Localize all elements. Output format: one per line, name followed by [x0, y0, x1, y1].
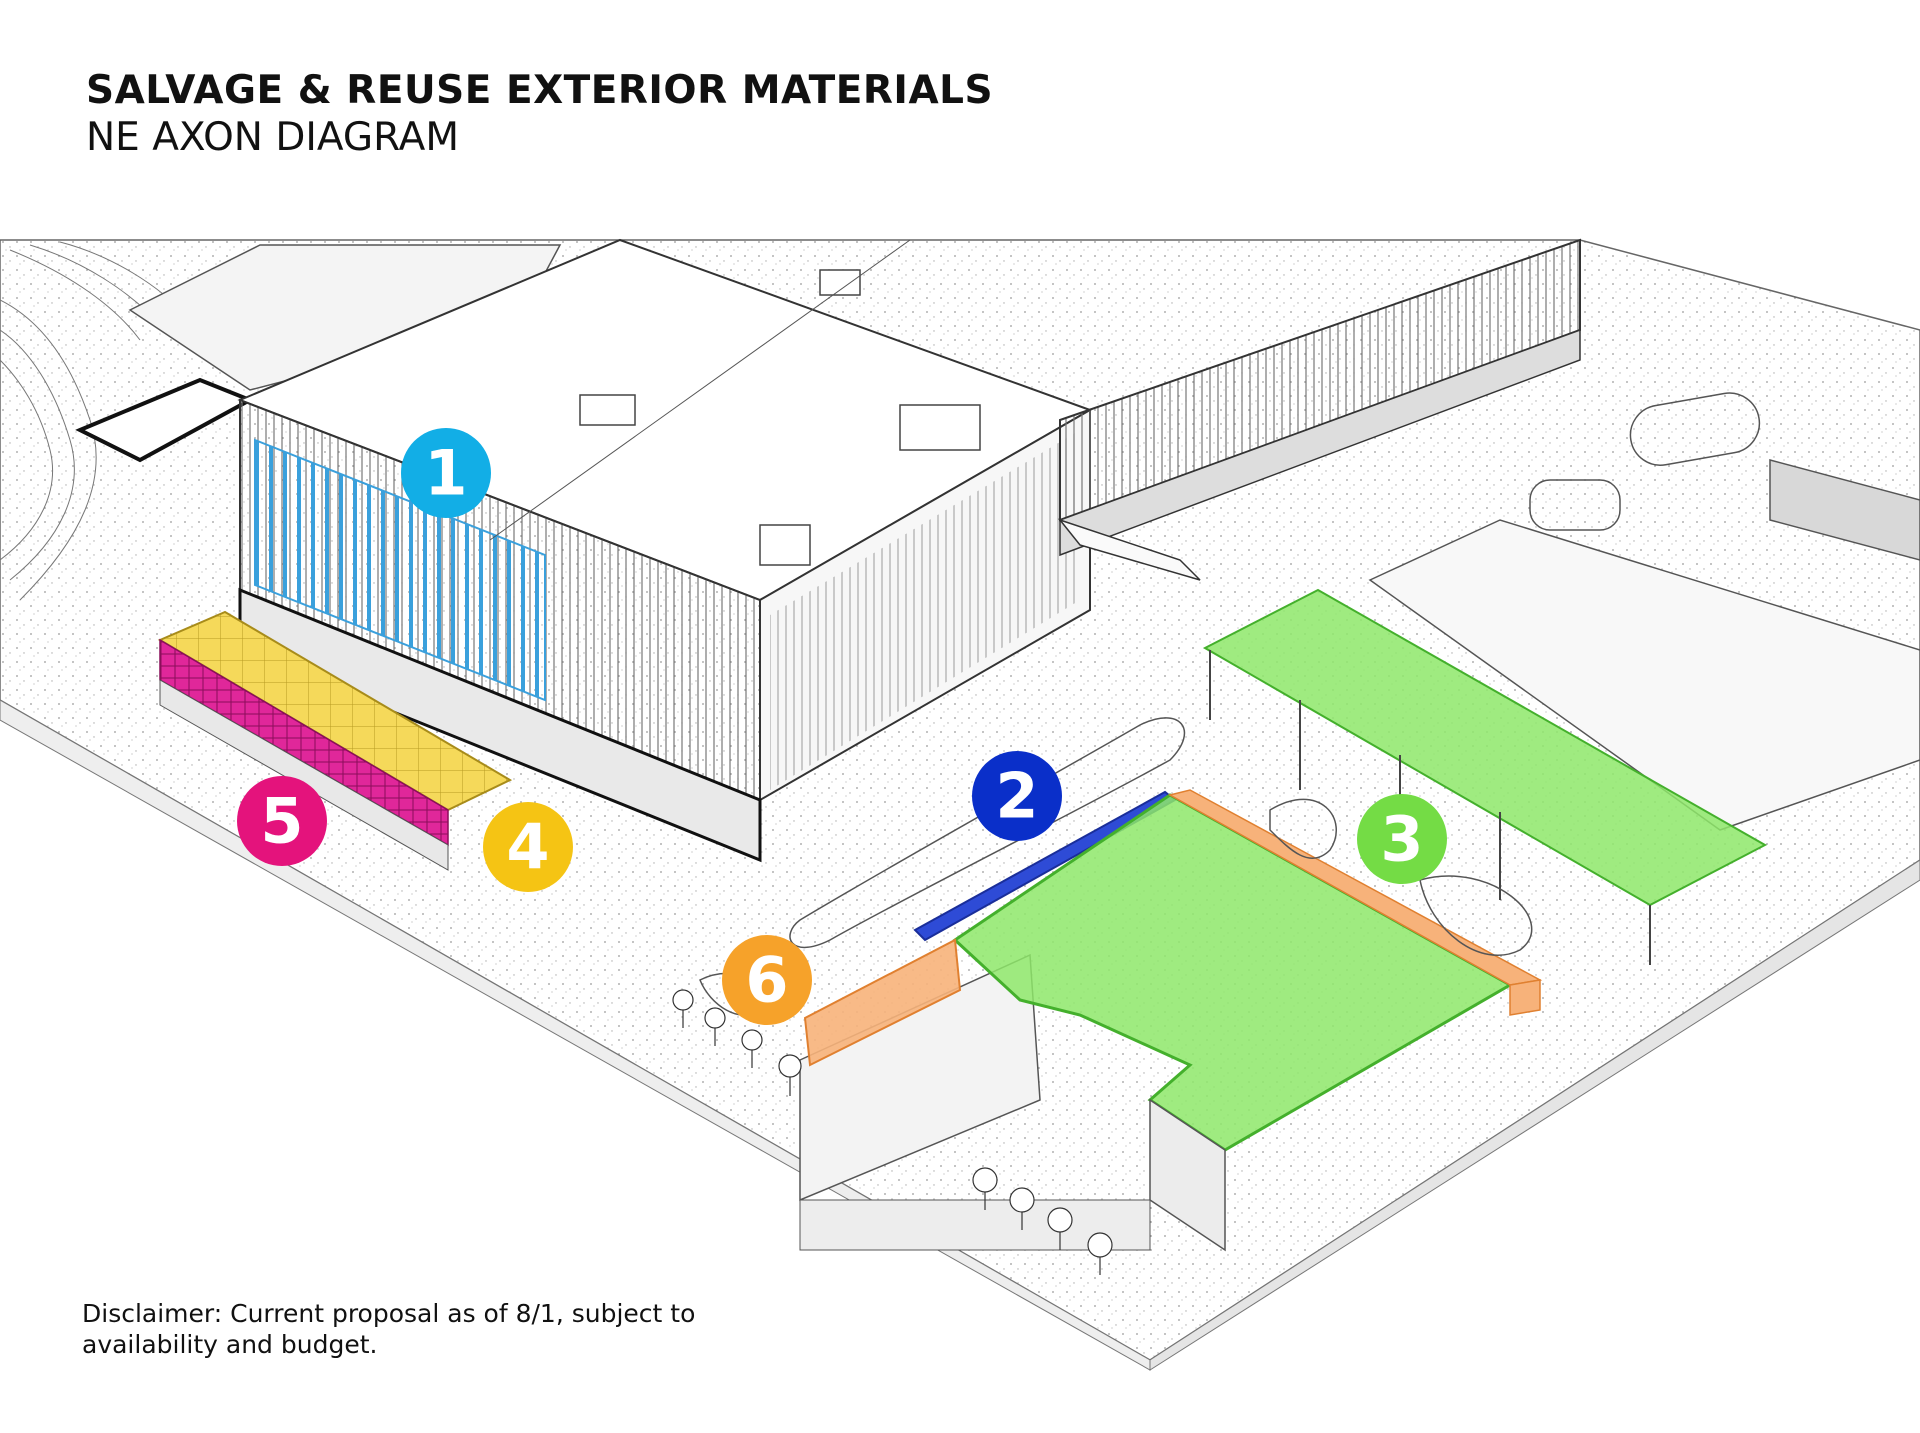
marker-1: 1	[401, 428, 491, 518]
marker-6-circle	[722, 935, 812, 1025]
green-canopy	[1202, 588, 1768, 965]
disclaimer-text: Disclaimer: Current proposal as of 8/1, …	[82, 1299, 696, 1359]
marker-5: 5	[237, 776, 327, 866]
louvered-building	[1057, 238, 1581, 581]
marker-2: 2	[972, 751, 1062, 841]
upper-left-building	[75, 244, 562, 463]
marker-4-label: 4	[506, 811, 549, 884]
marker-5-circle	[237, 776, 327, 866]
rooftop-unit	[899, 404, 981, 451]
diagram-title: SALVAGE & REUSE EXTERIOR MATERIALS	[86, 68, 994, 113]
marker-2-label: 2	[995, 760, 1038, 833]
marker-6-label: 6	[745, 944, 788, 1017]
rooftop-unit	[819, 269, 861, 296]
marker-3: 3	[1357, 794, 1447, 884]
marker-6: 6	[722, 935, 812, 1025]
marker-3-circle	[1357, 794, 1447, 884]
diagram-subtitle: NE AXON DIAGRAM	[86, 115, 459, 160]
marker-3-label: 3	[1380, 803, 1423, 876]
rooftop-unit	[759, 524, 811, 566]
field-building	[799, 789, 1543, 1252]
marker-4-circle	[483, 802, 573, 892]
rooftop-unit	[579, 394, 636, 426]
retail-canopy	[157, 610, 513, 871]
marker-1-label: 1	[424, 437, 467, 510]
trees	[672, 989, 1113, 1275]
hillside-contours	[0, 241, 191, 601]
marker-1-circle	[401, 428, 491, 518]
marker-4: 4	[483, 802, 573, 892]
orange-wall-highlight	[803, 938, 962, 1067]
marker-2-circle	[972, 751, 1062, 841]
marker-5-label: 5	[260, 785, 303, 858]
